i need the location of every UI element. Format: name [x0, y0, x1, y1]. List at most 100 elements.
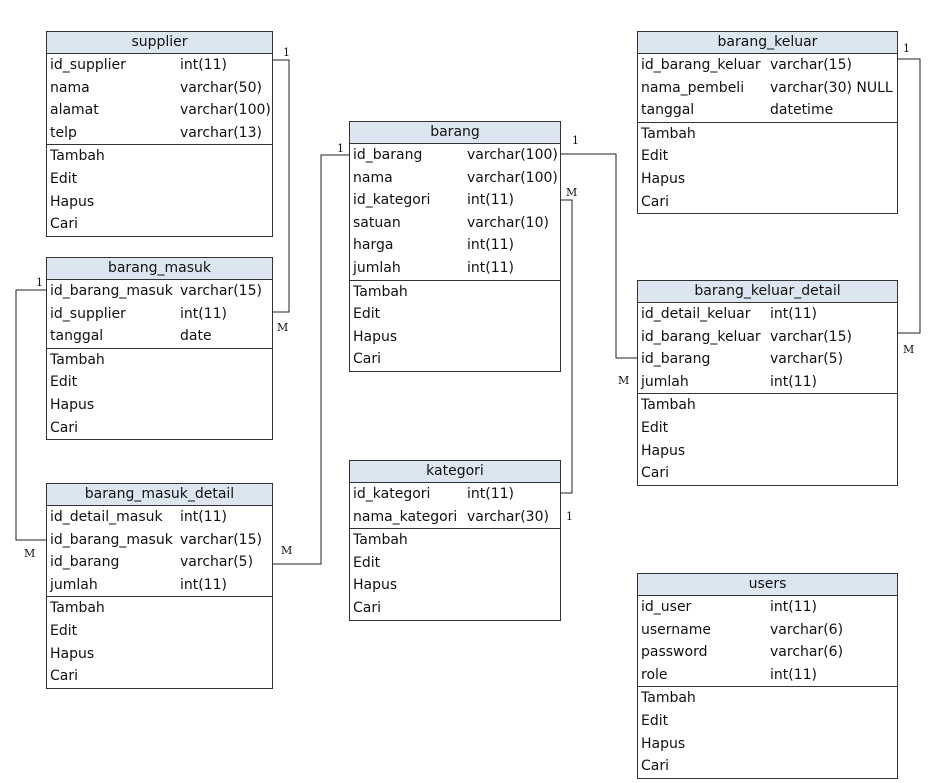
operation-item: Edit [50, 374, 78, 391]
attribute-row: satuan varchar(10) [350, 212, 560, 235]
attribute-name: harga [353, 237, 394, 254]
attribute-type: int(11) [180, 57, 227, 73]
attribute-type: varchar(30) NULL [770, 79, 893, 96]
cardinality-one-label: 1 [566, 510, 573, 523]
operation-item: Hapus [50, 193, 95, 210]
attribute-type: int(11) [467, 192, 514, 209]
cardinality-many-label: M [277, 321, 289, 334]
attribute-name: alamat [50, 102, 99, 119]
operation-item: Hapus [641, 170, 686, 187]
attribute-type: varchar(5) [770, 351, 844, 368]
attribute-name: id_supplier [50, 57, 126, 73]
attribute-type: varchar(15) [770, 57, 852, 73]
relationship-line-supplier-barang-masuk [273, 59, 290, 313]
attribute-row: id_supplier int(11) [47, 54, 272, 77]
attribute-name: jumlah [641, 373, 689, 390]
attribute-type: varchar(6) [770, 644, 844, 661]
attribute-type: int(11) [770, 373, 817, 390]
operation-item: Edit [353, 554, 381, 571]
entity-title: barang_keluar_detail [638, 281, 897, 303]
operation-item: Tambah [641, 125, 696, 142]
attribute-row: telp varchar(13) [47, 122, 272, 145]
relationship-line-barang-masuk-barang-masuk-detail [15, 289, 46, 541]
cardinality-one-label: 1 [36, 276, 43, 289]
attribute-type: int(11) [467, 486, 514, 502]
operation-item: Cari [50, 216, 78, 233]
relationship-line-barang-keluar-barang-keluar-detail [898, 58, 921, 334]
attribute-name: telp [50, 124, 77, 141]
operation-item: Tambah [50, 148, 105, 165]
attribute-name: id_barang_masuk [50, 531, 173, 548]
attribute-name: tanggal [50, 328, 104, 345]
cardinality-one-label: 1 [337, 142, 344, 155]
operation-item: Edit [353, 306, 381, 323]
relationship-line-kategori-barang [561, 199, 573, 494]
attribute-name: username [641, 621, 711, 638]
attribute-name: id_supplier [50, 305, 126, 322]
operation-item: Cari [50, 668, 78, 685]
operation-item: Cari [641, 758, 669, 775]
attribute-type: int(11) [770, 666, 817, 683]
cardinality-one-label: 1 [572, 134, 579, 147]
attribute-type: int(11) [770, 306, 817, 322]
attribute-type: varchar(10) [467, 214, 549, 231]
operation-item: Cari [641, 193, 669, 210]
operation-item: Hapus [50, 396, 95, 413]
attribute-type: varchar(100) [467, 147, 558, 163]
cardinality-many-label: M [24, 547, 36, 560]
cardinality-many-label: M [566, 186, 578, 199]
attribute-type: varchar(13) [180, 124, 262, 141]
operation-item: Tambah [641, 690, 696, 707]
attribute-name: id_barang [353, 147, 423, 163]
relationship-line-barang-barang-keluar-detail [561, 153, 637, 359]
attribute-name: nama_kategori [353, 508, 458, 525]
entity-title: supplier [47, 32, 272, 54]
entity-title: kategori [350, 461, 560, 483]
entity-title: barang_masuk_detail [47, 484, 272, 506]
attribute-name: jumlah [353, 259, 401, 276]
attribute-type: int(11) [467, 259, 514, 276]
attribute-name: satuan [353, 214, 401, 231]
operation-item: Edit [50, 170, 78, 187]
attribute-row: id_barang varchar(100) [350, 144, 560, 167]
operation-item: Edit [641, 148, 669, 165]
attribute-name: tanggal [641, 102, 695, 119]
attribute-name: id_kategori [353, 486, 431, 502]
cardinality-one-label: 1 [903, 42, 910, 55]
operation-item: Edit [50, 622, 78, 639]
operation-item: Tambah [50, 600, 105, 617]
attribute-type: datetime [770, 102, 834, 119]
